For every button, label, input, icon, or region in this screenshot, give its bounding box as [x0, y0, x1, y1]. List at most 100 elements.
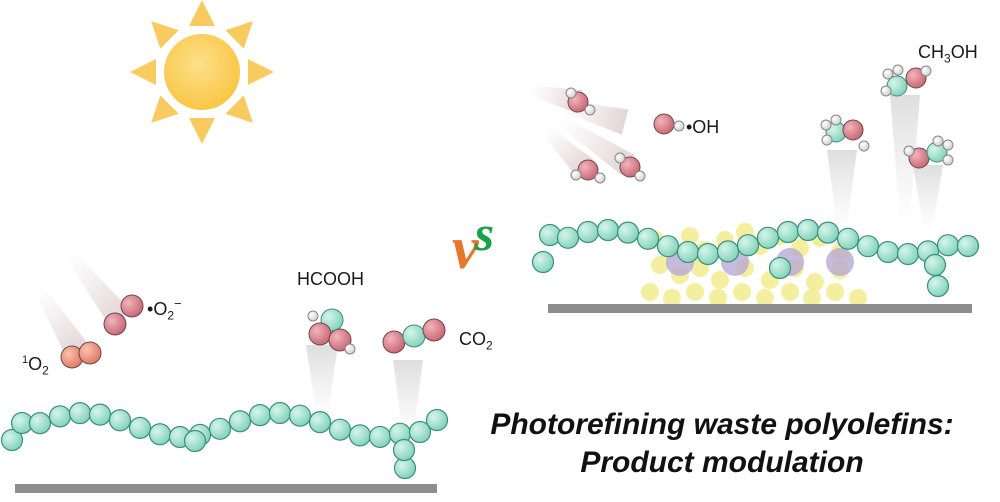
atom: [344, 343, 356, 355]
atom: [570, 169, 582, 181]
chain-bead: [408, 420, 432, 444]
atom: [858, 140, 870, 152]
sun-ray: [189, 118, 215, 144]
chain-bead: [768, 256, 792, 280]
atom: [382, 330, 406, 354]
label-co2: CO2: [459, 329, 493, 353]
catalyst-atom: [803, 289, 821, 307]
molecule-methanol-3: [903, 135, 954, 169]
sun-icon: [130, 0, 274, 144]
chain-bead: [88, 403, 112, 426]
chain-bead: [736, 234, 760, 257]
atom: [880, 85, 892, 97]
product-trail: [393, 360, 423, 440]
atom: [942, 139, 954, 151]
molecule-methanol-2: [820, 114, 870, 152]
substrate-left: [15, 484, 437, 493]
light-trail: [65, 251, 131, 327]
label-singlet-oxygen: 1O2: [22, 354, 49, 378]
product-trail: [890, 95, 920, 225]
vs-v: v: [452, 215, 479, 281]
catalyst-metal: [826, 248, 854, 276]
product-trail: [306, 345, 338, 420]
chain-bead: [183, 429, 207, 453]
polymer-chain-left: [0, 401, 449, 480]
chain-bead: [368, 425, 392, 449]
chain-bead: [328, 418, 352, 441]
atom: [120, 294, 144, 318]
label-superoxide: •O2−: [147, 296, 182, 323]
chain-bead: [248, 404, 272, 427]
chain-bead: [28, 412, 52, 435]
atom: [584, 104, 596, 116]
chain-bead: [636, 227, 660, 250]
atom: [619, 156, 641, 178]
chain-bead: [923, 253, 947, 277]
chain-bead: [128, 416, 152, 439]
molecule-water-2: [570, 159, 606, 184]
chain-bead: [926, 274, 950, 298]
chain-bead: [756, 226, 780, 249]
catalyst-atom: [756, 289, 774, 307]
chain-bead: [856, 235, 880, 258]
chain-bead: [936, 234, 960, 257]
chain-bead: [836, 227, 860, 250]
chain-bead: [48, 405, 72, 428]
vs-label: vs: [452, 208, 494, 281]
catalyst-atom: [663, 289, 681, 307]
label-methanol: CH3OH: [918, 42, 978, 66]
molecule-co2: [382, 318, 446, 354]
chain-bead: [268, 401, 292, 425]
chain-bead: [425, 408, 449, 432]
catalyst-atom: [781, 283, 799, 301]
polymer-chain-right: [531, 218, 980, 298]
atom: [892, 64, 904, 76]
chain-bead: [796, 218, 820, 242]
atom: [830, 114, 842, 126]
atom: [942, 154, 954, 166]
catalyst-atom: [849, 289, 867, 307]
atom: [594, 172, 606, 184]
chain-bead: [676, 240, 700, 264]
atom: [634, 170, 646, 182]
molecule-water-3: [614, 152, 646, 182]
title-line-1: Photorefining waste polyolefins:: [490, 408, 954, 441]
atom: [422, 318, 446, 342]
atom: [932, 135, 944, 147]
catalyst-atom: [711, 271, 729, 289]
chain-bead: [956, 234, 980, 258]
atom: [842, 119, 864, 141]
chain-bead: [576, 220, 600, 244]
atom: [307, 310, 319, 322]
label-hydroxyl: •OH: [686, 117, 720, 137]
sun-ray: [151, 21, 179, 49]
vs-s: s: [474, 205, 495, 261]
sun-ray: [130, 59, 156, 85]
chain-bead: [556, 226, 580, 249]
light-trail: [35, 287, 90, 359]
sun-ray: [225, 21, 253, 49]
catalyst-atom: [686, 283, 704, 301]
chain-bead: [716, 240, 740, 263]
chain-bead: [876, 240, 900, 264]
molecule-hydroxyl: [653, 113, 685, 135]
sun-ray: [225, 95, 253, 123]
molecule-hcooh: [307, 308, 356, 355]
chain-bead: [392, 438, 416, 462]
atom: [920, 65, 932, 77]
product-trail: [827, 150, 857, 230]
chain-bead: [776, 220, 800, 244]
atom: [820, 119, 832, 131]
atom: [402, 324, 426, 348]
atom: [328, 328, 352, 352]
chain-bead: [616, 221, 640, 244]
atom: [103, 312, 127, 336]
product-trail: [913, 165, 943, 230]
chain-bead: [596, 218, 620, 242]
chain-bead: [656, 235, 680, 258]
atom: [821, 134, 833, 146]
catalyst-atom: [681, 227, 699, 245]
atom: [78, 341, 102, 365]
sun-ray: [248, 59, 274, 85]
